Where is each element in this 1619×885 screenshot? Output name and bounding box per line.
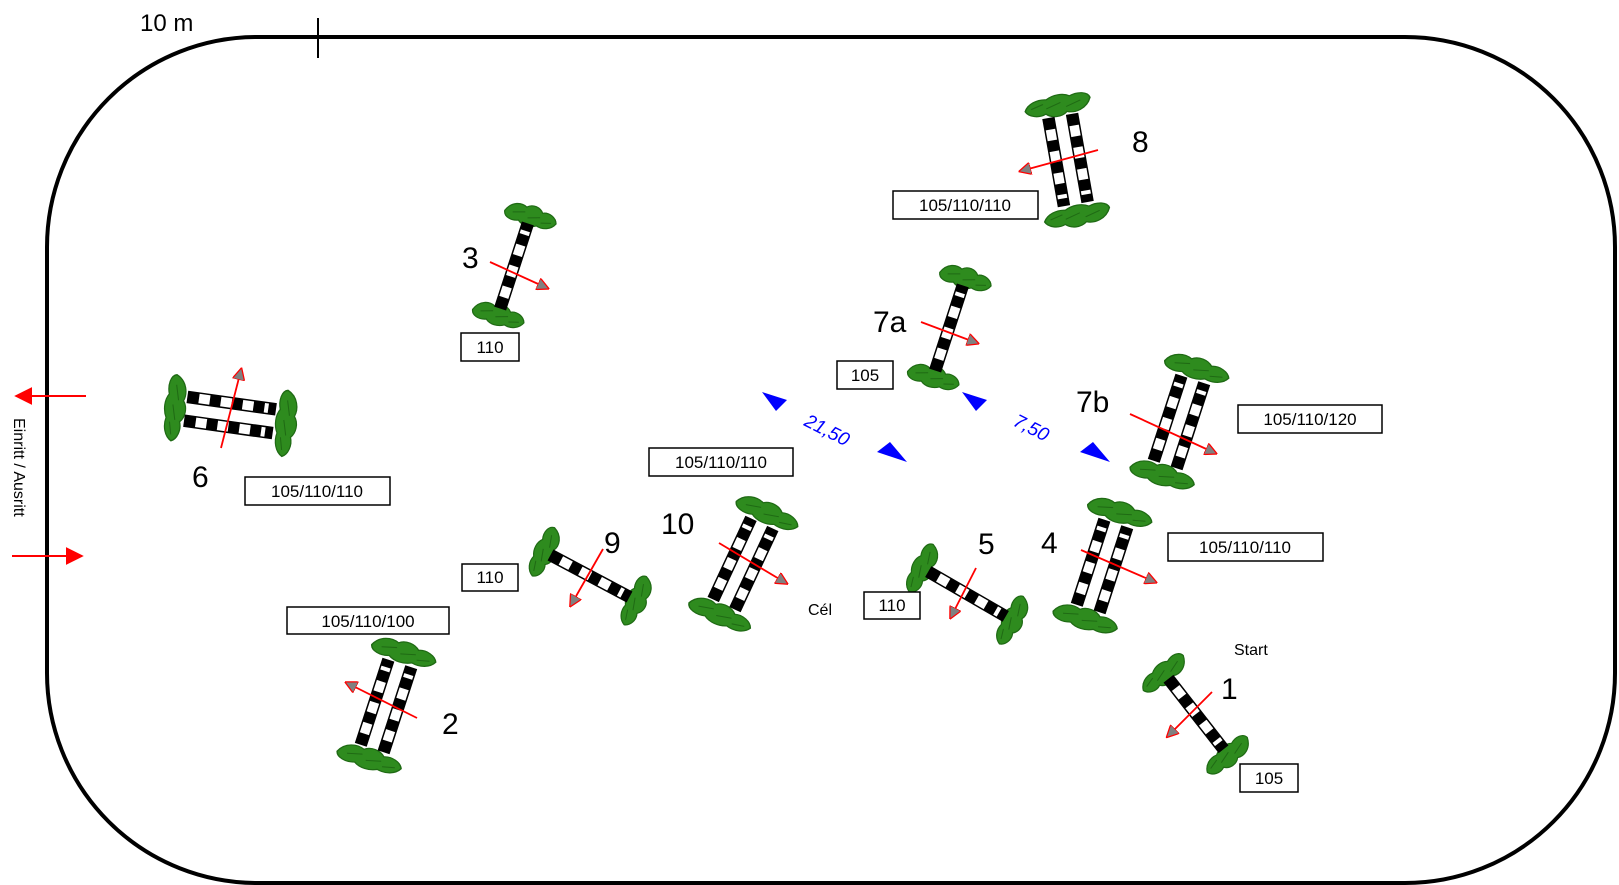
fence-4-number: 4 [1041, 527, 1058, 560]
fence-4-height-box [1167, 532, 1324, 562]
fence-10-height: 105/110/110 [675, 453, 767, 472]
fence-7b-number: 7b [1076, 386, 1109, 419]
fence-7a-height-box [836, 360, 894, 390]
start-label: Start [1234, 642, 1268, 659]
arena-border [45, 35, 1617, 885]
fence-5-height-box [863, 591, 921, 620]
fence-6-number: 6 [192, 461, 209, 494]
fence-8-height-box [892, 190, 1039, 220]
fence-8 [1021, 89, 1112, 232]
fence-3-height-box [460, 332, 520, 362]
fence-1-number: 1 [1221, 673, 1238, 706]
fence-2-height-box [286, 606, 450, 635]
fence-2-number: 2 [442, 708, 459, 741]
entry-label: Einritt / Ausritt [10, 418, 27, 517]
fence-10 [686, 489, 802, 638]
fence-7a [905, 260, 994, 396]
fence-8-height: 105/110/110 [919, 196, 1011, 215]
fence-10-number: 10 [661, 508, 694, 541]
entry-exit-arrows [12, 387, 86, 565]
fence-1 [1137, 649, 1256, 780]
fence-6-height-box [244, 476, 391, 506]
fence-5-number: 5 [978, 528, 995, 561]
fence-6-height: 105/110/110 [271, 482, 363, 501]
fence-5 [900, 540, 1035, 649]
fence-8-number: 8 [1132, 126, 1149, 159]
fence-4 [1051, 492, 1155, 639]
fence-2 [335, 632, 439, 779]
distance-7-50: 7,50 [1010, 411, 1053, 447]
fence-7b [1128, 348, 1232, 495]
fence-7a-number: 7a [873, 306, 907, 339]
fence-3 [470, 198, 559, 334]
finish-label: Cél [808, 602, 832, 619]
distance-markers [762, 392, 1110, 462]
fence-7b-height-box [1237, 404, 1383, 434]
fence-3-height: 110 [476, 338, 503, 357]
scale-label: 10 m [140, 10, 193, 37]
fence-3-number: 3 [462, 242, 479, 275]
fence-2-height: 105/110/100 [321, 612, 414, 631]
fence-9-height: 110 [476, 568, 503, 587]
fence-7b-height: 105/110/120 [1263, 410, 1356, 429]
fence-6 [160, 370, 301, 458]
distance-21-50: 21,50 [800, 410, 853, 451]
fence-4-height: 105/110/110 [1199, 538, 1291, 557]
fence-1-height-box [1239, 763, 1299, 793]
fence-10-height-box [648, 447, 794, 477]
fence-1-height: 105 [1255, 769, 1283, 788]
fence-5-height: 110 [878, 596, 905, 615]
fence-9-number: 9 [604, 527, 621, 560]
fence-7a-height: 105 [851, 366, 879, 385]
fence-9 [523, 524, 659, 630]
fence-9-height-box [461, 563, 519, 592]
